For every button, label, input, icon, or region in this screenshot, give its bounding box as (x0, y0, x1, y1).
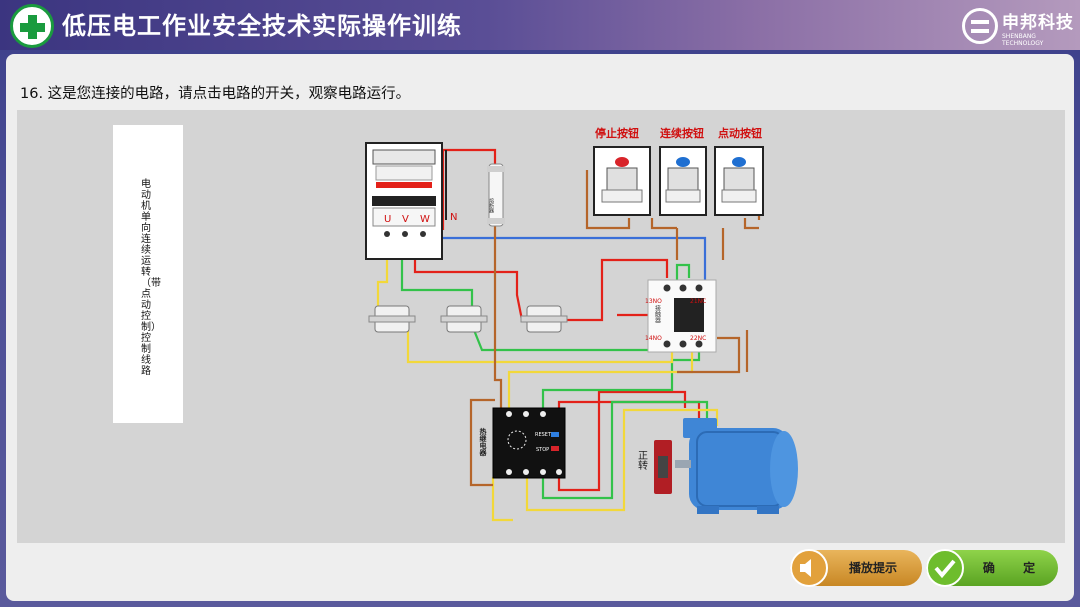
jog-button[interactable] (714, 146, 764, 216)
terminal-block (520, 305, 568, 333)
wire-green (541, 400, 709, 500)
diagram-title-card: 电动机单向连续运转（带点动控制）控制线路 (113, 125, 183, 423)
relay-label: 热继电器 (479, 427, 488, 457)
circuit-stage: 电动机单向连续运转（带点动控制）控制线路 (17, 110, 1065, 543)
play-hint-label: 播放提示 (848, 561, 897, 575)
wire-red (557, 400, 701, 426)
thermal-relay (492, 407, 566, 479)
title-bar: 低压电工作业安全技术实际操作训练 申邦科技 SHENBANG TECHNOLOG… (0, 0, 1080, 50)
confirm-label: 确 定 (982, 561, 1048, 575)
brand-logo: 申邦科技 SHENBANG TECHNOLOGY (962, 6, 1074, 47)
fuse-label: 熔断器 (488, 197, 494, 214)
continuous-button[interactable] (659, 146, 707, 216)
app-title: 低压电工作业安全技术实际操作训练 (62, 11, 462, 40)
circuit-diagram: U V W N 熔断器 停止按钮 连续按钮 点动按钮 (365, 126, 798, 522)
wire-green (541, 330, 701, 414)
brand-mark-icon (962, 8, 998, 44)
wire-green (400, 240, 691, 352)
contactor-terminal-14no: 14NO (645, 335, 662, 342)
wire-yellow (507, 346, 694, 414)
breaker-phase-w: W (420, 214, 430, 225)
relay-reset-label: RESET (535, 432, 552, 438)
wire-yellow (376, 240, 389, 310)
breaker-phase-v: V (402, 214, 409, 225)
circuit-breaker[interactable]: U V W (365, 142, 447, 260)
terminal-block (440, 305, 488, 333)
wire-brown (585, 170, 631, 230)
motor (675, 418, 798, 514)
wire-brown (650, 218, 677, 230)
breaker-phase-u: U (384, 214, 391, 225)
terminal-block (368, 305, 416, 333)
speaker-icon (790, 549, 828, 587)
wire-yellow (525, 408, 719, 512)
fuse (487, 163, 505, 227)
stop-button[interactable] (593, 146, 651, 216)
relay-stop-label: STOP (536, 447, 549, 453)
play-hint-button[interactable]: 播放提示 (790, 549, 922, 587)
stop-button-title: 停止按钮 (595, 126, 639, 140)
direction-switch[interactable] (654, 440, 672, 494)
continuous-button-title: 连续按钮 (660, 126, 704, 140)
safety-cross-logo-icon (10, 4, 54, 48)
contactor-label: 接触器 (654, 304, 661, 324)
jog-button-title: 点动按钮 (718, 126, 762, 140)
wire-yellow (491, 477, 513, 522)
wire-brown (493, 200, 503, 414)
wire-brown (743, 218, 759, 230)
wire-red (557, 390, 687, 492)
diagram-title: 电动机单向连续运转（带点动控制）控制线路 (141, 179, 161, 377)
contactor (647, 279, 717, 353)
brand-name: 申邦科技 (1002, 13, 1074, 33)
contactor-terminal-21nc: 21NC (690, 298, 706, 305)
confirm-button[interactable]: 确 定 (926, 549, 1058, 587)
contactor-terminal-13no: 13NO (645, 298, 662, 305)
wire-brown (469, 448, 493, 487)
brand-subtitle: SHENBANG TECHNOLOGY (1002, 33, 1044, 47)
checkmark-icon (926, 549, 964, 587)
contactor-terminal-22nc: 22NC (690, 335, 706, 342)
main-panel: 16. 这是您连接的电路，请点击电路的开关，观察电路运行。 电动机单向连续运转（… (6, 54, 1074, 601)
switch-label: 正转 (636, 450, 648, 471)
question-text: 16. 这是您连接的电路，请点击电路的开关，观察电路运行。 (20, 86, 411, 102)
wire-brown (677, 336, 741, 374)
neutral-label: N (450, 212, 457, 223)
wire-brown (469, 398, 495, 448)
